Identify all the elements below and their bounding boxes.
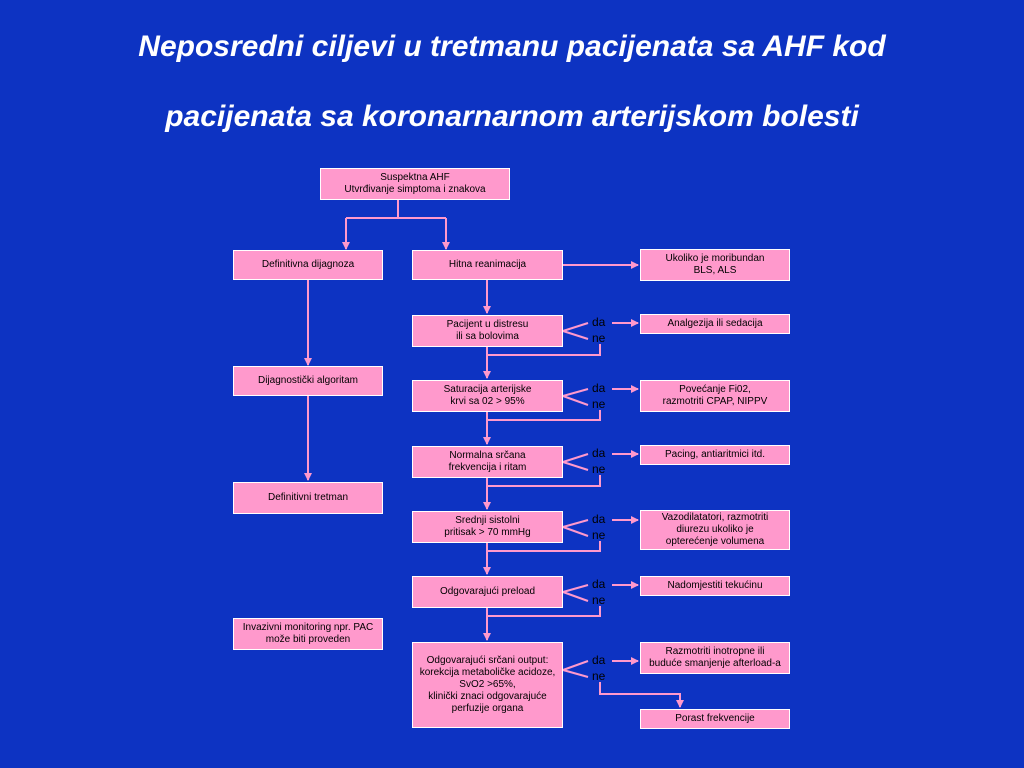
question-box-5: Odgovarajući preload (412, 576, 563, 608)
question-box-4: Srednji sistolni pritisak > 70 mmHg (412, 511, 563, 543)
yes-branch-line-6 (562, 660, 589, 671)
yes-label-5: da (592, 577, 606, 591)
slide-title-line-2: pacijenata sa koronarnarnom arterijskom … (165, 100, 859, 133)
yes-label-1: da (592, 315, 606, 329)
no-branch-line-6 (562, 669, 589, 678)
action-box-4: Vazodilatatori, razmotriti diurezu ukoli… (640, 510, 790, 550)
invasive-monitoring-box: Invazivni monitoring npr. PAC može biti … (233, 618, 383, 650)
moribund-action-box: Ukoliko je moribundan BLS, ALS (640, 249, 790, 281)
no-branch-line-1 (562, 330, 589, 340)
no-branch-line-4 (562, 526, 589, 537)
question-box-2: Saturacija arterijske krvi sa 02 > 95% (412, 380, 563, 412)
action-box-2: Povećanje Fi02, razmotriti CPAP, NIPPV (640, 380, 790, 412)
diagnostic-algorithm-box: Dijagnostički algoritam (233, 366, 383, 396)
yes-label-2: da (592, 381, 606, 395)
definitive-diagnosis-box: Definitivna dijagnoza (233, 250, 383, 280)
no-label-3: ne (592, 462, 606, 476)
start-box: Suspektna AHF Utvrđivanje simptoma i zna… (320, 168, 510, 200)
yes-branch-line-3 (562, 453, 589, 463)
yes-branch-line-2 (562, 388, 589, 397)
no-branch-line-3 (562, 461, 589, 471)
no-label-5: ne (592, 593, 606, 607)
no-return-line-5 (487, 606, 601, 617)
question-box-3: Normalna srčana frekvencija i ritam (412, 446, 563, 478)
question-box-6: Odgovarajući srčani output: korekcija me… (412, 642, 563, 728)
no-return-line-2 (487, 410, 601, 421)
no-label-4: ne (592, 528, 606, 542)
question-box-1: Pacijent u distresu ili sa bolovima (412, 315, 563, 347)
yes-label-3: da (592, 446, 606, 460)
no-return-line-4 (487, 541, 601, 552)
no-label-6: ne (592, 669, 606, 683)
no-return-line-3 (487, 475, 601, 487)
no-label-1: ne (592, 331, 606, 345)
action-box-1: Analgezija ili sedacija (640, 314, 790, 334)
no-branch-line-2 (562, 395, 589, 406)
yes-branch-line-5 (562, 584, 589, 593)
action-box-3: Pacing, antiaritmici itd. (640, 445, 790, 465)
definitive-treatment-box: Definitivni tretman (233, 482, 383, 514)
yes-label-4: da (592, 512, 606, 526)
yes-branch-line-1 (562, 322, 589, 332)
no-return-line-1 (487, 344, 601, 356)
resuscitation-box: Hitna reanimacija (412, 250, 563, 280)
action-box-6: Razmotriti inotropne ili buduće smanjenj… (640, 642, 790, 674)
action-box-5: Nadomjestiti tekućinu (640, 576, 790, 596)
yes-label-6: da (592, 653, 606, 667)
slide-title-line-1: Neposredni ciljevi u tretmanu pacijenata… (138, 30, 886, 63)
yes-branch-line-4 (562, 519, 589, 528)
final-action-box: Porast frekvencije (640, 709, 790, 729)
no-branch-line-5 (562, 591, 589, 602)
no-to-final-arrow-6 (599, 682, 684, 708)
no-label-2: ne (592, 397, 606, 411)
